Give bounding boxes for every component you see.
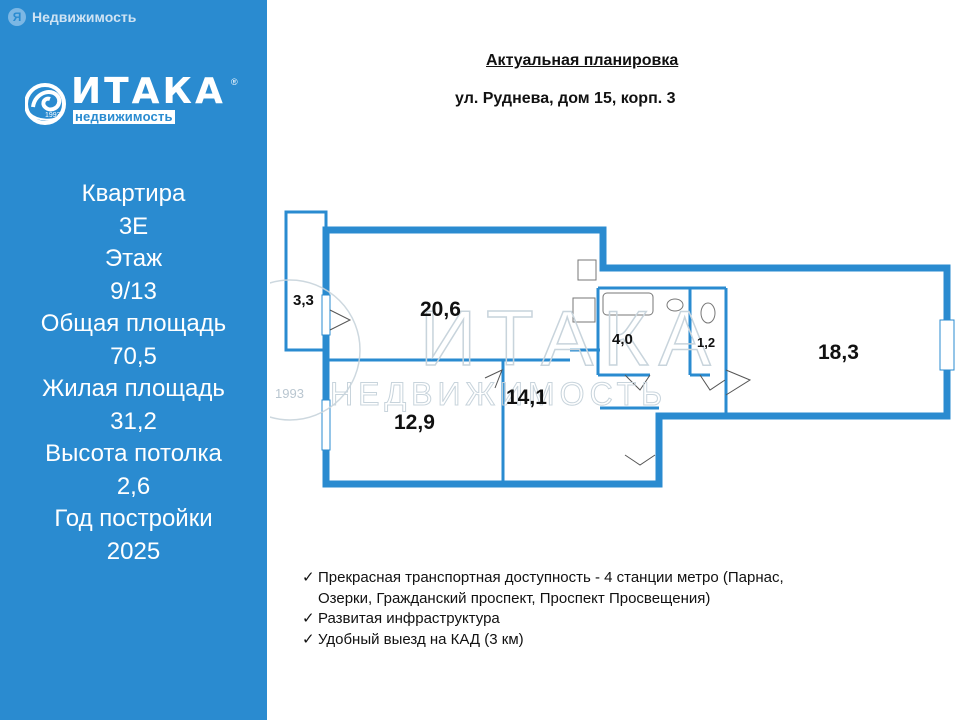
source-badge-label: Недвижимость [32, 9, 137, 25]
source-badge[interactable]: Я Недвижимость [8, 8, 136, 26]
bathtub-icon [602, 292, 654, 316]
feature-item: ✓ Прекрасная транспортная доступность - … [302, 568, 784, 589]
brand-subtitle: недвижимость [73, 109, 175, 124]
fact-line: 3Е [118, 212, 149, 240]
feature-item: ✓ Удобный выезд на КАД (3 км) [302, 630, 784, 651]
fact-line: Этаж [104, 245, 163, 272]
check-icon: ✓ [302, 610, 315, 627]
window [939, 319, 955, 371]
fact-line: 31,2 [110, 407, 157, 435]
watermark [270, 279, 361, 421]
check-icon: ✓ [302, 630, 315, 648]
swirl-icon [25, 83, 66, 125]
room-label-bathroom: 4,0 [612, 331, 633, 348]
feature-list: ✓ Прекрасная транспортная доступность - … [302, 568, 784, 650]
yandex-logo-icon: Я [8, 8, 26, 26]
fact-line: 9/13 [110, 277, 157, 305]
feature-text: Озерки, Гражданский проспект, Проспект П… [318, 589, 711, 607]
stove-icon [577, 259, 597, 281]
room-label-wc: 1,2 [697, 335, 715, 350]
balcony-wall [284, 210, 328, 352]
door-swing [624, 374, 651, 391]
info-sidebar: Я Недвижимость ИТАКА ® 1993 недвижимость… [0, 0, 267, 720]
outer-wall [322, 226, 951, 488]
brand-logo: ИТАКА ® 1993 недвижимость [25, 71, 245, 130]
feature-item-continuation: Озерки, Гражданский проспект, Проспект П… [302, 589, 784, 610]
door-swing [624, 454, 656, 466]
fact-line: Общая площадь [40, 310, 227, 337]
door-swing [329, 309, 352, 331]
room-label-balcony: 3,3 [293, 292, 314, 309]
watermark-sub: НЕДВИЖИМОСТЬ [330, 376, 667, 412]
sink-icon [572, 297, 596, 323]
room-label-living: 18,3 [818, 341, 859, 364]
feature-text: Развитая инфраструктура [318, 610, 500, 627]
brand-name: ИТАКА [71, 71, 226, 112]
door-swing [484, 369, 503, 389]
room-label-bedroom: 12,9 [394, 411, 435, 434]
watermark-year: 1993 [275, 386, 304, 401]
watermark-text: ИТАКА [420, 294, 721, 382]
fact-line: Год постройки [54, 505, 213, 532]
fact-line: Квартира [81, 180, 186, 207]
fact-line: Жилая площадь [42, 375, 225, 402]
room-label-hall: 14,1 [506, 386, 547, 409]
plan-title: Актуальная планировка [486, 52, 679, 69]
door-swing [725, 369, 752, 396]
plan-address: ул. Руднева, дом 15, корп. 3 [455, 90, 676, 107]
room-label-kitchen: 20,6 [420, 298, 461, 321]
apartment-facts: Квартира 3Е Этаж 9/13 Общая площадь 70,5… [0, 178, 267, 568]
fact-line: Высота потолка [45, 440, 222, 467]
window [321, 294, 331, 336]
fact-line: 2025 [106, 537, 161, 565]
toilet-icon [700, 302, 716, 324]
brand-year: 1993 [45, 112, 61, 119]
feature-item: ✓ Развитая инфраструктура [302, 609, 784, 630]
feature-text: Удобный выезд на КАД (3 км) [318, 630, 524, 648]
fact-line: 70,5 [110, 342, 157, 370]
window [321, 399, 331, 451]
check-icon: ✓ [302, 569, 315, 586]
feature-text: Прекрасная транспортная доступность - 4 … [318, 569, 784, 586]
registered-mark: ® [231, 77, 238, 87]
fact-line: 2,6 [116, 472, 151, 500]
floor-plan: ИТАКА НЕДВИЖИМОСТЬ 1993 3,3 20,6 12,9 14… [270, 210, 955, 488]
door-swing [699, 374, 726, 391]
washbasin-icon [666, 298, 684, 312]
